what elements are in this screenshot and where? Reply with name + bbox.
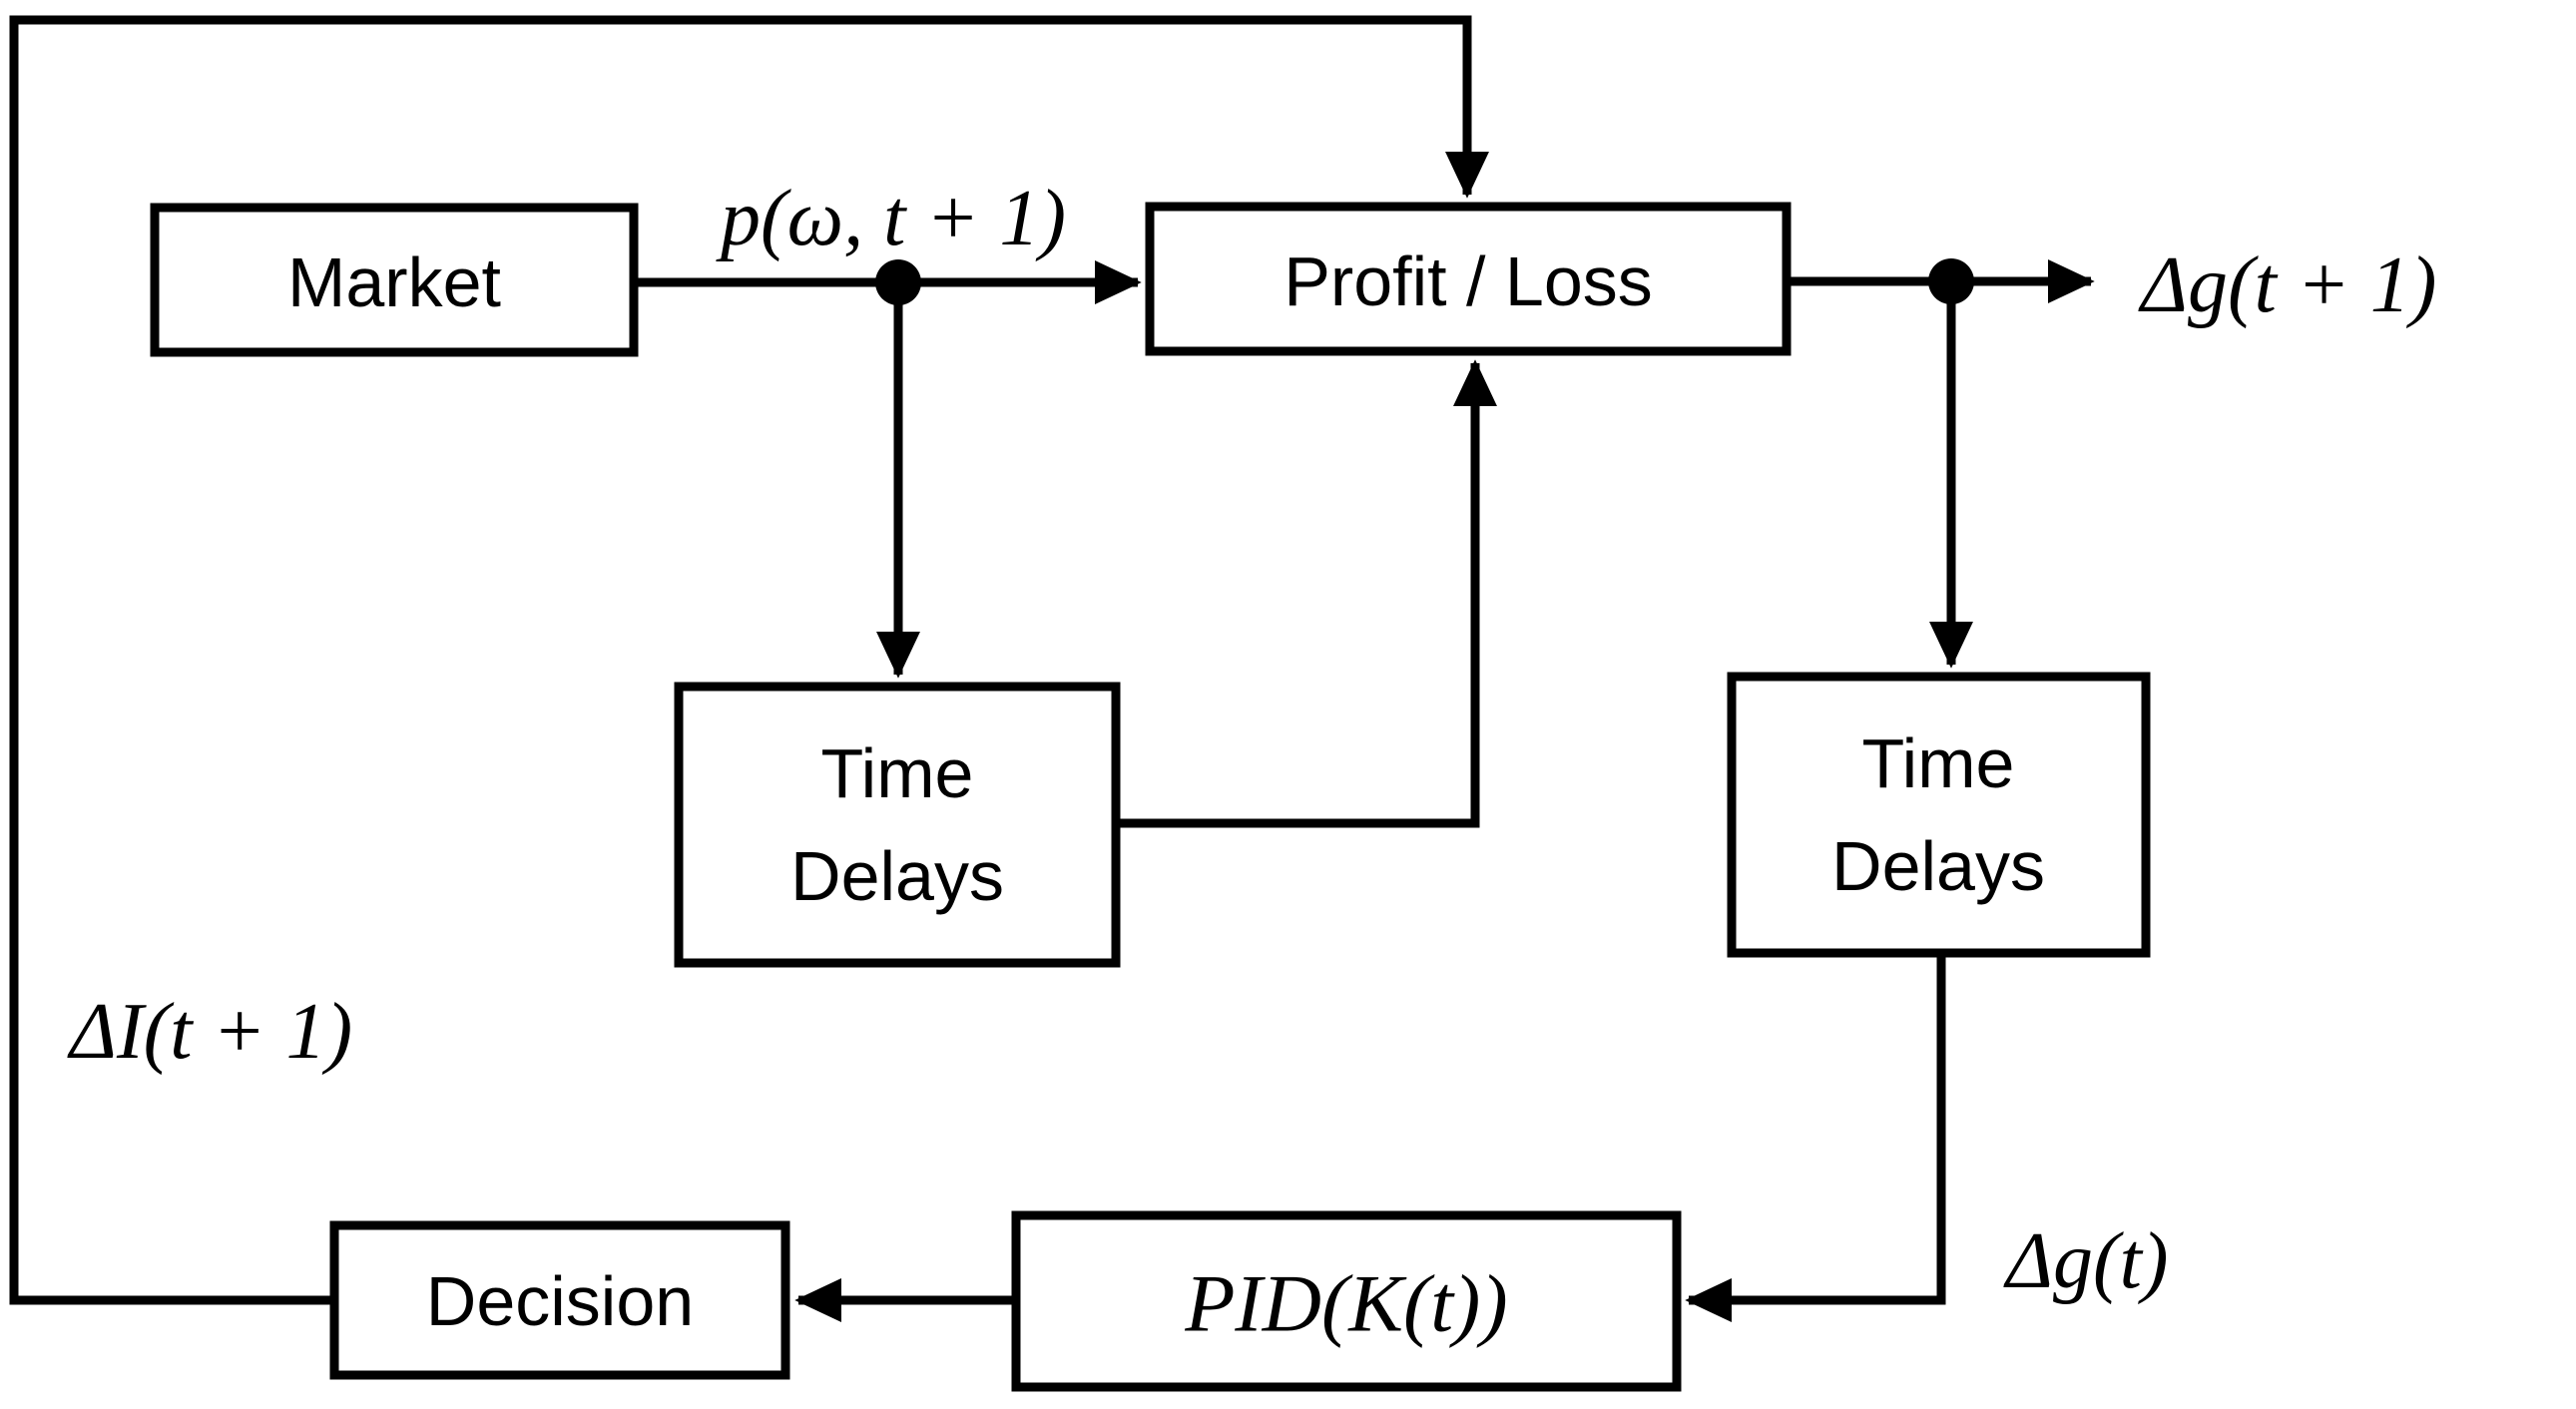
edge-decision-to-profit-loss-feedback [9,15,1489,1305]
node-time-delays-1-box [674,682,1121,968]
node-decision-label: Decision [426,1262,694,1340]
node-time-delays-1-label-line1: Time [821,734,974,812]
edge-label-delta-g-next: Δg(t + 1) [2138,241,2436,329]
node-pid-box [1011,1210,1682,1392]
junction-dot-market-output [875,259,921,305]
edge-time-delays-2-to-pid [1685,953,1946,1322]
node-market-label: Market [287,243,501,321]
node-time-delays-2-label-line1: Time [1862,724,2015,802]
node-time-delays-1[interactable]: Time Delays [674,682,1121,968]
node-time-delays-2[interactable]: Time Delays [1727,672,2151,958]
node-decision-box [329,1220,790,1380]
node-pid[interactable]: PID(K(t)) [1011,1210,1682,1392]
edge-time-delays-1-to-profit-loss [1116,359,1497,828]
edge-label-delta-g-now: Δg(t) [2003,1217,2168,1305]
node-market-box [150,203,639,357]
edge-label-delta-i-next: ΔI(t + 1) [67,988,352,1076]
node-profit-loss-label: Profit / Loss [1284,242,1653,320]
node-profit-loss[interactable]: Profit / Loss [1145,202,1792,356]
node-pid-label: PID(K(t)) [1184,1258,1507,1349]
node-time-delays-1-label-line2: Delays [790,837,1004,915]
node-time-delays-2-box [1727,672,2151,958]
node-profit-loss-box [1145,202,1792,356]
node-market[interactable]: Market [150,203,639,357]
edge-label-p-omega: p(ω, t + 1) [716,175,1066,262]
junction-dot-profit-loss-output [1928,258,1974,304]
node-time-delays-2-label-line2: Delays [1831,827,2045,905]
node-decision[interactable]: Decision [329,1220,790,1380]
